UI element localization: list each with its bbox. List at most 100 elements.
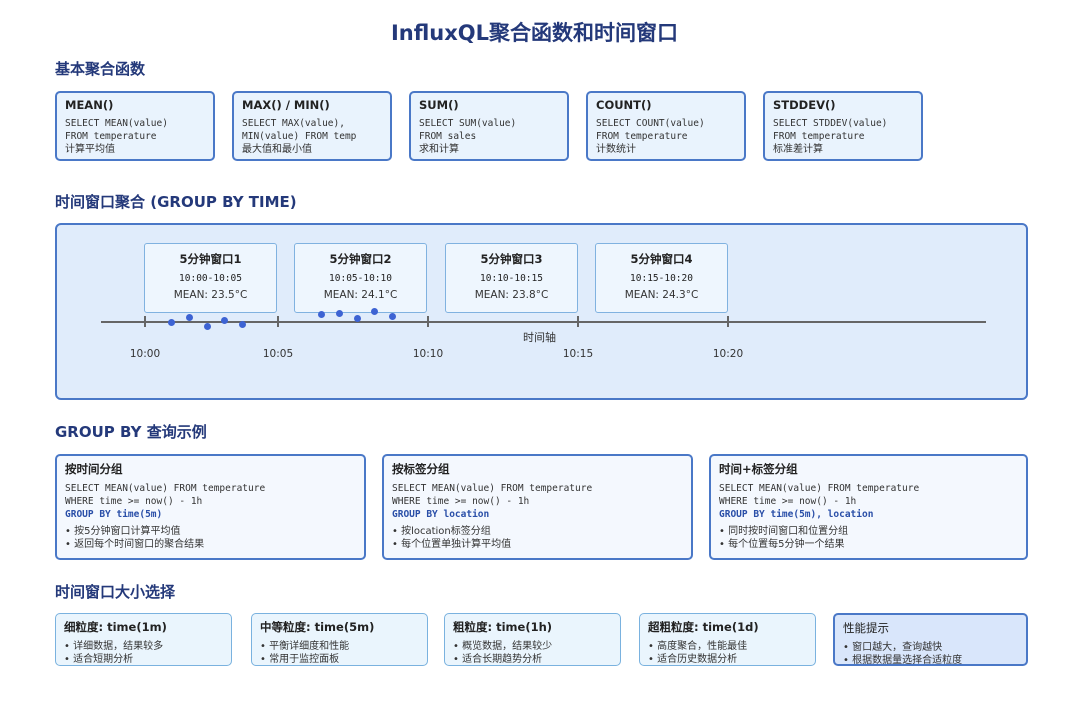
bullet: • 适合短期分析 <box>64 654 134 665</box>
time-window-3: 5分钟窗口3 10:10-10:15 MEAN: 23.8°C <box>445 243 578 313</box>
bullet: • 按5分钟窗口计算平均值 <box>65 526 181 537</box>
groupby-card-time: 按时间分组 SELECT MEAN(value) FROM temperatur… <box>55 454 366 560</box>
axis-tick <box>727 316 729 327</box>
window-mean: MEAN: 23.8°C <box>474 289 549 301</box>
function-desc: 最大值和最小值 <box>242 144 312 155</box>
code-line: SELECT MEAN(value) FROM temperature <box>392 483 593 494</box>
function-name: MAX() / MIN() <box>242 98 330 112</box>
data-point <box>203 322 211 330</box>
bullet: • 窗口越大，查询越快 <box>843 642 943 653</box>
function-name: SUM() <box>419 98 459 112</box>
axis-tick <box>277 316 279 327</box>
function-code-line: FROM temperature <box>596 131 688 142</box>
data-point <box>353 314 361 322</box>
bullet: • 根据数据量选择合适粒度 <box>843 655 963 666</box>
time-window-panel: 5分钟窗口1 10:00-10:05 MEAN: 23.5°C 5分钟窗口2 1… <box>55 223 1028 400</box>
axis-tick-label: 10:05 <box>262 348 294 360</box>
granularity-title: 中等粒度: time(5m) <box>260 620 375 634</box>
window-title: 5分钟窗口3 <box>480 252 543 266</box>
data-point <box>167 318 175 326</box>
data-point <box>238 320 246 328</box>
axis-tick-label: 10:15 <box>562 348 594 360</box>
code-line: SELECT MEAN(value) FROM temperature <box>719 483 920 494</box>
function-card-mean: MEAN() SELECT MEAN(value) FROM temperatu… <box>55 91 215 161</box>
bullet: • 详细数据，结果较多 <box>64 641 164 652</box>
data-point <box>388 312 396 320</box>
code-line: SELECT MEAN(value) FROM temperature <box>65 483 266 494</box>
function-code-line: SELECT STDDEV(value) <box>773 118 888 129</box>
function-card-count: COUNT() SELECT COUNT(value) FROM tempera… <box>586 91 746 161</box>
window-mean: MEAN: 24.1°C <box>323 289 398 301</box>
code-line: WHERE time >= now() - 1h <box>719 496 857 507</box>
groupby-card-tag: 按标签分组 SELECT MEAN(value) FROM temperatur… <box>382 454 693 560</box>
section-title-groupby: GROUP BY 查询示例 <box>55 423 207 441</box>
page-title: InfluxQL聚合函数和时间窗口 <box>390 21 679 45</box>
data-point <box>185 313 193 321</box>
time-window-4: 5分钟窗口4 10:15-10:20 MEAN: 24.3°C <box>595 243 728 313</box>
function-name: MEAN() <box>65 98 114 112</box>
time-axis-line <box>101 321 986 323</box>
function-card-stddev: STDDEV() SELECT STDDEV(value) FROM tempe… <box>763 91 923 161</box>
groupby-title: 时间+标签分组 <box>719 462 798 476</box>
function-code-line: SELECT MAX(value), <box>242 118 345 129</box>
bullet: • 高度聚合，性能最佳 <box>648 641 748 652</box>
function-name: COUNT() <box>596 98 652 112</box>
window-title: 5分钟窗口1 <box>179 252 242 266</box>
function-desc: 计算平均值 <box>65 144 115 155</box>
bullet: • 适合长期趋势分析 <box>453 654 543 665</box>
granularity-title: 细粒度: time(1m) <box>64 620 167 634</box>
section-title-window: 时间窗口聚合 (GROUP BY TIME) <box>55 193 297 211</box>
bullet: • 每个位置单独计算平均值 <box>392 539 512 550</box>
function-desc: 求和计算 <box>419 144 459 155</box>
groupby-title: 按标签分组 <box>392 462 450 476</box>
granularity-card-1d: 超粗粒度: time(1d) • 高度聚合，性能最佳 • 适合历史数据分析 <box>639 613 816 666</box>
window-range: 10:15-10:20 <box>630 273 693 284</box>
function-card-sum: SUM() SELECT SUM(value) FROM sales 求和计算 <box>409 91 569 161</box>
time-window-1: 5分钟窗口1 10:00-10:05 MEAN: 23.5°C <box>144 243 277 313</box>
function-code-line: SELECT COUNT(value) <box>596 118 705 129</box>
window-range: 10:05-10:10 <box>329 273 392 284</box>
function-desc: 计数统计 <box>596 144 636 155</box>
window-title: 5分钟窗口2 <box>329 252 392 266</box>
section-title-basic: 基本聚合函数 <box>55 60 146 78</box>
granularity-card-1m: 细粒度: time(1m) • 详细数据，结果较多 • 适合短期分析 <box>55 613 232 666</box>
axis-tick <box>144 316 146 327</box>
performance-tip-card: 性能提示 • 窗口越大，查询越快 • 根据数据量选择合适粒度 <box>833 613 1028 666</box>
data-point <box>370 307 378 315</box>
function-name: STDDEV() <box>773 98 836 112</box>
window-title: 5分钟窗口4 <box>630 252 693 266</box>
code-line: WHERE time >= now() - 1h <box>392 496 530 507</box>
groupby-title: 按时间分组 <box>65 462 123 476</box>
axis-label: 时间轴 <box>523 331 556 344</box>
axis-tick-label: 10:00 <box>129 348 161 360</box>
data-point <box>220 316 228 324</box>
code-keyword: GROUP BY time(5m), location <box>719 509 874 520</box>
time-window-2: 5分钟窗口2 10:05-10:10 MEAN: 24.1°C <box>294 243 427 313</box>
axis-tick <box>577 316 579 327</box>
bullet: • 平衡详细度和性能 <box>260 641 350 652</box>
code-keyword: GROUP BY location <box>392 509 490 520</box>
function-card-max-min: MAX() / MIN() SELECT MAX(value), MIN(val… <box>232 91 392 161</box>
bullet: • 概览数据，结果较少 <box>453 641 553 652</box>
granularity-card-1h: 粗粒度: time(1h) • 概览数据，结果较少 • 适合长期趋势分析 <box>444 613 621 666</box>
data-point <box>317 310 325 318</box>
function-code-line: FROM sales <box>419 131 477 142</box>
granularity-title: 超粗粒度: time(1d) <box>648 620 759 634</box>
function-code-line: SELECT SUM(value) <box>419 118 517 129</box>
window-range: 10:10-10:15 <box>480 273 543 284</box>
granularity-title: 粗粒度: time(1h) <box>453 620 553 634</box>
window-mean: MEAN: 24.3°C <box>624 289 699 301</box>
axis-tick <box>427 316 429 327</box>
code-line: WHERE time >= now() - 1h <box>65 496 203 507</box>
code-keyword: GROUP BY time(5m) <box>65 509 163 520</box>
bullet: • 按location标签分组 <box>392 526 491 537</box>
axis-tick-label: 10:20 <box>712 348 744 360</box>
section-title-size: 时间窗口大小选择 <box>55 583 176 601</box>
window-range: 10:00-10:05 <box>179 273 242 284</box>
bullet: • 同时按时间窗口和位置分组 <box>719 526 849 537</box>
bullet: • 返回每个时间窗口的聚合结果 <box>65 539 205 550</box>
window-mean: MEAN: 23.5°C <box>173 289 248 301</box>
granularity-card-5m: 中等粒度: time(5m) • 平衡详细度和性能 • 常用于监控面板 <box>251 613 428 666</box>
function-code-line: FROM temperature <box>773 131 865 142</box>
function-code-line: SELECT MEAN(value) <box>65 118 168 129</box>
